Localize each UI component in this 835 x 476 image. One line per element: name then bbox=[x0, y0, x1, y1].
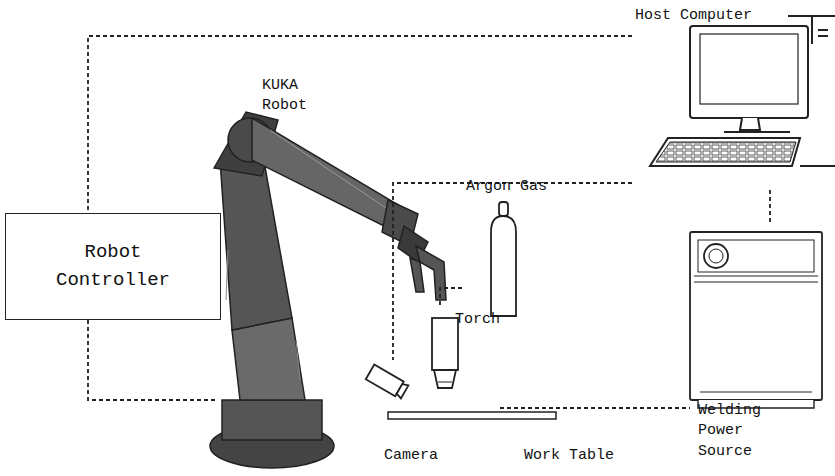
camera-node: Camera bbox=[360, 360, 450, 472]
dashed-connector bbox=[770, 190, 771, 225]
dashed-connector bbox=[88, 320, 215, 400]
robot-node: KUKA Robot bbox=[215, 72, 395, 476]
dashed-connector bbox=[500, 408, 690, 409]
power-source-node: Welding Power Source bbox=[690, 225, 835, 476]
node-label: Welding Power Source bbox=[698, 401, 788, 462]
node-label: Work Table bbox=[524, 446, 614, 466]
dashed-connector bbox=[88, 36, 632, 213]
computer-node: Host Computer bbox=[632, 2, 835, 190]
gas-cylinder bbox=[491, 202, 516, 316]
work-table bbox=[388, 412, 556, 419]
node-label: KUKA Robot bbox=[262, 76, 312, 117]
node-label: Torch bbox=[455, 310, 500, 330]
torch-node: Torch bbox=[425, 308, 500, 408]
controller-box: Robot Controller bbox=[5, 213, 221, 320]
camera-icon bbox=[366, 365, 409, 400]
computer-icon bbox=[650, 16, 835, 166]
dashed-connector bbox=[440, 288, 462, 308]
node-label: Host Computer bbox=[635, 6, 785, 26]
node-label: Camera bbox=[384, 446, 448, 466]
dashed-connector bbox=[393, 183, 632, 360]
node-label: Robot Controller bbox=[43, 239, 183, 294]
power-source-cabinet bbox=[690, 232, 822, 408]
node-label: Argon Gas bbox=[466, 177, 556, 197]
gas-node: Argon Gas bbox=[462, 175, 558, 316]
table-node: Work Table bbox=[388, 408, 593, 472]
welding-torch bbox=[432, 318, 458, 388]
